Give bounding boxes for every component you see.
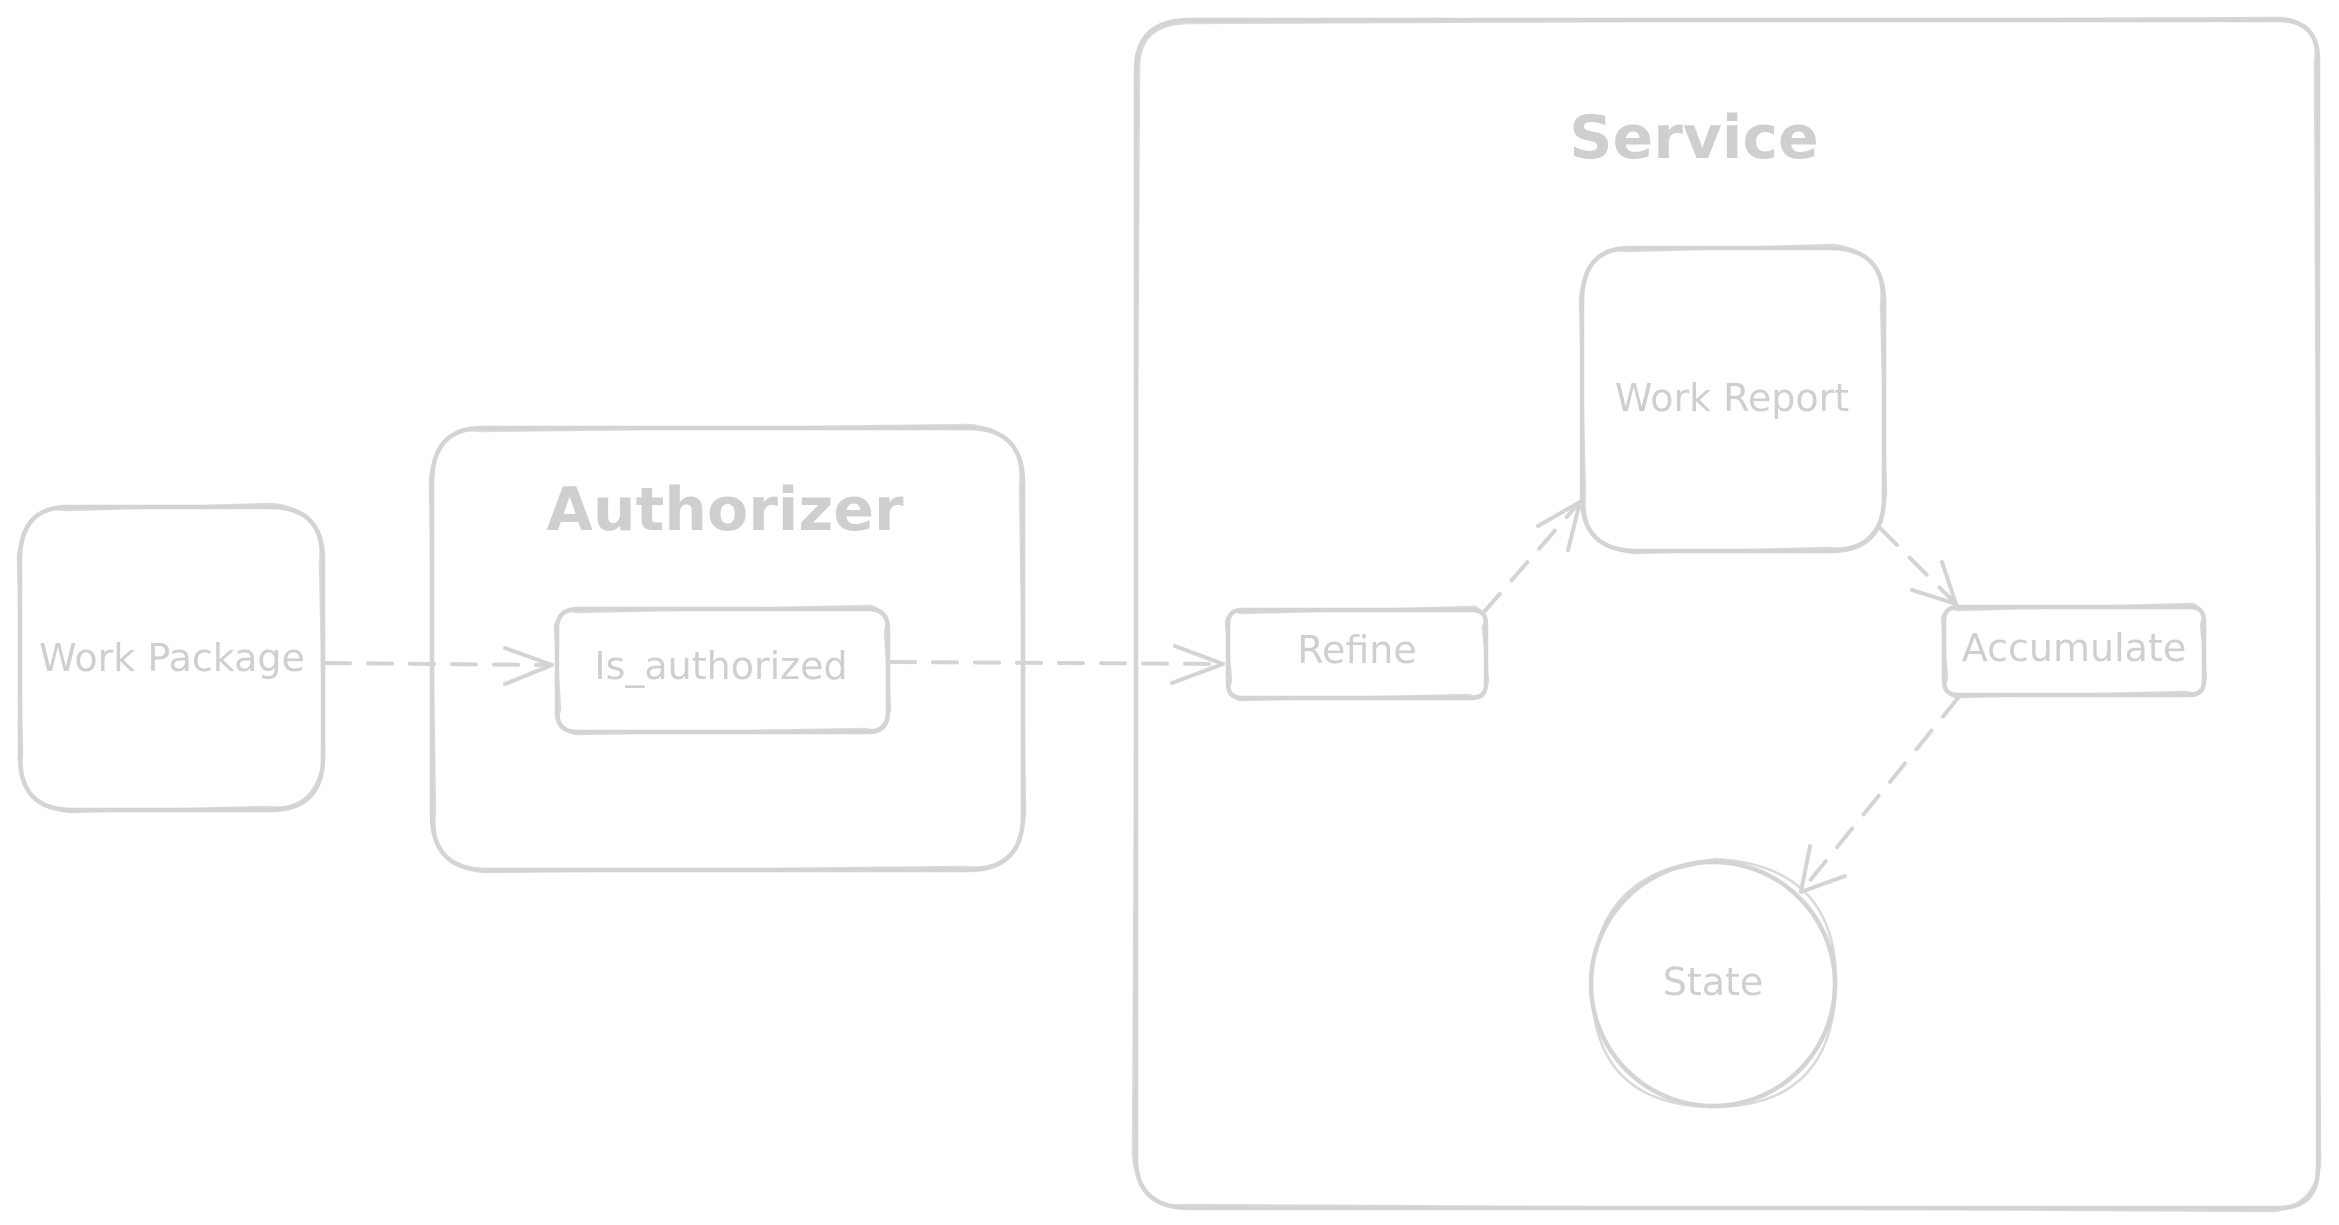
accumulate-node: Accumulate [1940, 602, 2208, 699]
refine-node: Refine [1224, 605, 1490, 702]
work-package-node: Work Package [16, 502, 326, 814]
edge-accumulate-to-state [1799, 696, 1960, 894]
work-package-label: Work Package [39, 636, 305, 680]
work-report-node: Work Report [1578, 243, 1888, 555]
edge-work-package-to-is-authorized [324, 646, 554, 686]
service-label: Service [1569, 103, 1818, 173]
state-label: State [1663, 960, 1764, 1004]
accumulate-label: Accumulate [1962, 626, 2186, 670]
is-authorized-label: Is_authorized [594, 644, 847, 688]
work-report-label: Work Report [1615, 376, 1849, 420]
refine-label: Refine [1297, 628, 1416, 672]
edge-work-report-to-accumulate [1878, 526, 1958, 606]
state-node: State [1588, 857, 1838, 1109]
is-authorized-node: Is_authorized [553, 604, 892, 736]
authorizer-group: Authorizer [428, 423, 1027, 874]
authorizer-label: Authorizer [546, 475, 904, 545]
edge-refine-to-work-report [1482, 500, 1582, 614]
service-group: Service [1131, 16, 2322, 1213]
edge-is-authorized-to-refine [889, 644, 1225, 685]
